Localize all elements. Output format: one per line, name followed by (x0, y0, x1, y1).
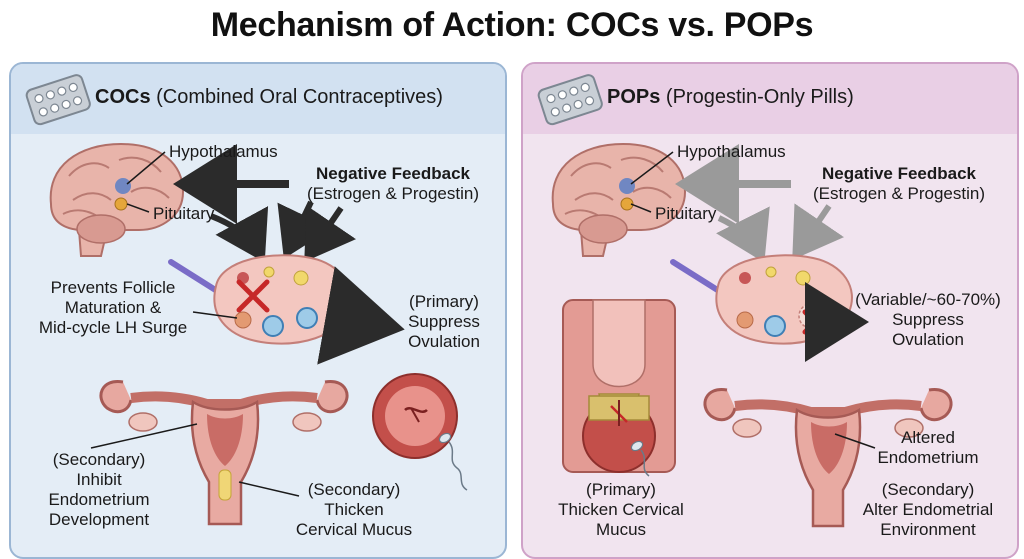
coc-feedback-title: Negative Feedback (315, 164, 470, 183)
pop-pituitary-label: Pituitary (655, 204, 717, 223)
coc-panel-header: COCs (Combined Oral Contraceptives) (11, 64, 505, 134)
follicle-leader (192, 311, 238, 319)
feedback-arrow-down (792, 203, 845, 260)
pop-header-title: POPs (Progestin-Only Pills) (607, 86, 854, 109)
brain-icon (49, 142, 185, 257)
coc-mucus-block: (Secondary) Thicken Cervical Mucus (269, 480, 439, 540)
pop-panel: POPs (Progestin-Only Pills) (521, 62, 1019, 559)
brain-icon (551, 142, 687, 257)
pop-ovulation-line-3: Ovulation (892, 330, 964, 349)
coc-header-title: COCs (Combined Oral Contraceptives) (95, 86, 443, 109)
coc-follicle-line-3: Mid-cycle LH Surge (38, 318, 188, 337)
pop-endometrium-block: Altered Endometrium (863, 428, 993, 468)
coc-endometrium-block: (Secondary) Inhibit Endometrium Developm… (29, 450, 169, 530)
pop-hypothalamus-label: Hypothalamus (677, 142, 786, 161)
mucus-leader (238, 481, 300, 497)
coc-follicle-block: Prevents Follicle Maturation & Mid-cycle… (15, 278, 211, 338)
hypothalamus-leader (630, 151, 674, 185)
coc-header-full: (Combined Oral Contraceptives) (156, 86, 443, 108)
pop-header-full: (Progestin-Only Pills) (665, 86, 854, 108)
pop-env-block: (Secondary) Alter Endometrial Environmen… (847, 480, 1009, 540)
pop-header-abbr: POPs (607, 86, 661, 108)
pill-pack-icon (25, 74, 91, 126)
pop-mucus-line-3: Mucus (595, 520, 647, 539)
coc-panel: COCs (Combined Oral Contraceptives) (9, 62, 507, 559)
coc-feedback-block: Negative Feedback (Estrogen & Progestin) (281, 164, 505, 204)
coc-follicle-line-1: Prevents Follicle (50, 278, 176, 297)
pop-env-line-2: Alter Endometrial (862, 500, 994, 519)
pop-feedback-title: Negative Feedback (821, 164, 976, 183)
coc-endometrium-line-3: Endometrium (48, 490, 150, 509)
pop-feedback-sub: (Estrogen & Progestin) (813, 184, 985, 203)
feedback-arrow-down-2 (304, 205, 357, 262)
block-x-icon (236, 279, 270, 313)
pop-panel-header: POPs (Progestin-Only Pills) (523, 64, 1017, 134)
pop-mucus-block: (Primary) Thicken Cervical Mucus (543, 480, 699, 540)
coc-ovulation-line-1: (Primary) (409, 292, 479, 311)
coc-header-abbr: COCs (95, 86, 151, 108)
pop-feedback-block: Negative Feedback (Estrogen & Progestin) (787, 164, 1011, 204)
sperm-icon (630, 440, 650, 477)
coc-endometrium-line-2: Inhibit (76, 470, 122, 489)
endometrium-leader (90, 423, 198, 449)
coc-mucus-line-3: Cervical Mucus (295, 520, 413, 539)
endometrium-leader (834, 433, 876, 449)
sperm-icon (438, 432, 468, 491)
pop-ovulation-line-2: Suppress (892, 310, 964, 329)
pop-ovulation-line-1: (Variable/~60-70%) (855, 290, 1001, 309)
pop-endometrium-line-2: Endometrium (877, 448, 979, 467)
page-title: Mechanism of Action: COCs vs. POPs (210, 6, 814, 44)
coc-hypothalamus-label: Hypothalamus (169, 142, 278, 161)
pop-env-line-3: Environment (880, 520, 976, 539)
cervix-icon (562, 299, 676, 473)
hypothalamus-leader (126, 151, 166, 185)
coc-mucus-line-2: Thicken (324, 500, 384, 519)
coc-feedback-sub: (Estrogen & Progestin) (307, 184, 479, 203)
coc-ovulation-block: (Primary) Suppress Ovulation (389, 292, 499, 352)
pop-endometrium-line-1: Altered (901, 428, 955, 447)
coc-illustration (49, 142, 468, 526)
pituitary-arrow (209, 206, 269, 263)
coc-follicle-line-2: Maturation & (64, 298, 162, 317)
uterus-icon (703, 388, 953, 528)
feedback-arrow-down (277, 200, 332, 259)
ovulation-arrow (317, 266, 405, 365)
coc-endometrium-line-1: (Secondary) (52, 450, 146, 469)
pop-mucus-line-2: Thicken Cervical (558, 500, 684, 519)
coc-endometrium-line-4: Development (48, 510, 150, 529)
coc-ovulation-line-3: Ovulation (408, 332, 480, 351)
cervix-icon (372, 373, 458, 459)
pill-pack-icon (537, 74, 603, 126)
pop-ovulation-block: (Variable/~60-70%) Suppress Ovulation (843, 290, 1013, 350)
coc-mucus-line-1: (Secondary) (307, 480, 401, 499)
coc-ovulation-line-2: Suppress (408, 312, 480, 331)
pituitary-leader (630, 203, 652, 213)
uterus-icon (99, 380, 349, 526)
pop-env-line-1: (Secondary) (881, 480, 975, 499)
pituitary-leader (126, 203, 150, 213)
pop-illustration (551, 142, 953, 528)
pop-mucus-line-1: (Primary) (586, 480, 656, 499)
ovary-icon (168, 254, 351, 345)
pituitary-arrow (716, 206, 770, 263)
coc-pituitary-label: Pituitary (153, 204, 215, 223)
